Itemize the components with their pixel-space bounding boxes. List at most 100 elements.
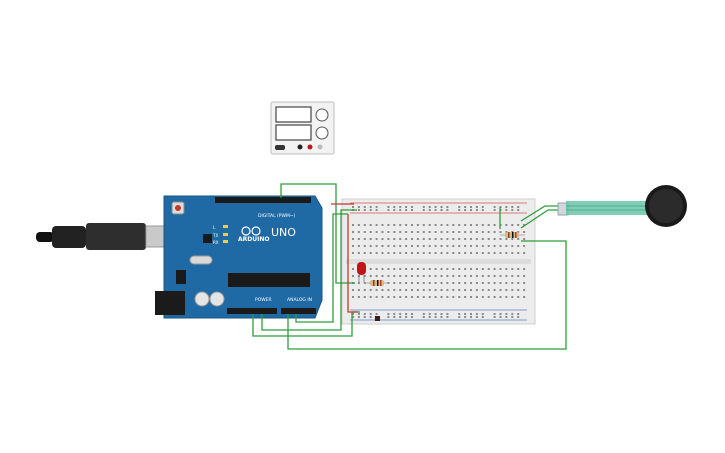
breadboard-hole[interactable] — [505, 252, 508, 254]
breadboard-hole[interactable] — [470, 268, 472, 270]
breadboard-hole[interactable] — [411, 206, 413, 208]
breadboard-hole[interactable] — [464, 289, 467, 291]
breadboard-hole[interactable] — [464, 206, 467, 208]
breadboard-hole[interactable] — [511, 209, 514, 211]
breadboard-hole[interactable] — [458, 313, 461, 315]
breadboard-hole[interactable] — [475, 282, 478, 284]
breadboard-hole[interactable] — [493, 245, 496, 247]
power-supply[interactable] — [270, 101, 335, 155]
breadboard-hole[interactable] — [434, 206, 437, 208]
breadboard-hole[interactable] — [399, 268, 402, 270]
breadboard-hole[interactable] — [411, 313, 413, 315]
breadboard-hole[interactable] — [375, 245, 378, 247]
breadboard-hole[interactable] — [393, 289, 396, 291]
breadboard-hole[interactable] — [405, 313, 408, 315]
breadboard-hole[interactable] — [511, 245, 514, 247]
breadboard-hole[interactable] — [499, 245, 502, 247]
breadboard-hole[interactable] — [399, 289, 402, 291]
breadboard-hole[interactable] — [381, 224, 384, 226]
breadboard-hole[interactable] — [487, 289, 490, 291]
breadboard-hole[interactable] — [387, 268, 390, 270]
breadboard-hole[interactable] — [405, 252, 408, 254]
wires[interactable] — [252, 183, 567, 350]
breadboard-hole[interactable] — [470, 282, 472, 284]
breadboard-hole[interactable] — [393, 231, 396, 233]
breadboard-hole[interactable] — [416, 252, 419, 254]
breadboard-hole[interactable] — [422, 282, 425, 284]
breadboard-hole[interactable] — [458, 282, 461, 284]
breadboard-hole[interactable] — [357, 296, 360, 298]
breadboard-hole[interactable] — [369, 206, 372, 208]
breadboard-hole[interactable] — [399, 238, 402, 240]
breadboard-hole[interactable] — [523, 289, 526, 291]
breadboard-hole[interactable] — [511, 238, 514, 240]
breadboard-hole[interactable] — [381, 275, 384, 277]
breadboard-hole[interactable] — [517, 206, 520, 208]
breadboard-hole[interactable] — [375, 252, 378, 254]
breadboard-hole[interactable] — [458, 296, 461, 298]
breadboard-hole[interactable] — [517, 209, 520, 211]
breadboard-hole[interactable] — [487, 224, 490, 226]
breadboard-hole[interactable] — [470, 206, 472, 208]
force-sensor-icon[interactable] — [557, 185, 687, 227]
breadboard-hole[interactable] — [405, 238, 408, 240]
breadboard-hole[interactable] — [446, 206, 449, 208]
breadboard-hole[interactable] — [458, 268, 461, 270]
breadboard-hole[interactable] — [481, 245, 484, 247]
breadboard-hole[interactable] — [511, 296, 514, 298]
breadboard-hole[interactable] — [440, 224, 443, 226]
breadboard-hole[interactable] — [523, 245, 526, 247]
breadboard-hole[interactable] — [422, 224, 425, 226]
breadboard-hole[interactable] — [393, 316, 396, 318]
breadboard-hole[interactable] — [428, 238, 431, 240]
breadboard-hole[interactable] — [523, 252, 526, 254]
breadboard-hole[interactable] — [434, 289, 437, 291]
breadboard-hole[interactable] — [517, 224, 520, 226]
breadboard-hole[interactable] — [434, 275, 437, 277]
breadboard-hole[interactable] — [416, 275, 419, 277]
breadboard-hole[interactable] — [393, 275, 396, 277]
breadboard-hole[interactable] — [481, 289, 484, 291]
breadboard-hole[interactable] — [363, 231, 366, 233]
breadboard-hole[interactable] — [434, 268, 437, 270]
breadboard-hole[interactable] — [399, 245, 402, 247]
breadboard-hole[interactable] — [446, 238, 449, 240]
breadboard-hole[interactable] — [399, 252, 402, 254]
breadboard-hole[interactable] — [458, 289, 461, 291]
analog-header[interactable] — [281, 308, 316, 314]
breadboard-hole[interactable] — [428, 268, 431, 270]
breadboard-hole[interactable] — [511, 252, 514, 254]
breadboard-hole[interactable] — [505, 209, 508, 211]
breadboard-hole[interactable] — [487, 296, 490, 298]
breadboard-hole[interactable] — [499, 282, 502, 284]
breadboard-hole[interactable] — [464, 275, 467, 277]
breadboard-hole[interactable] — [523, 282, 526, 284]
breadboard-hole[interactable] — [481, 209, 484, 211]
breadboard-hole[interactable] — [393, 245, 396, 247]
breadboard-hole[interactable] — [493, 296, 496, 298]
breadboard-hole[interactable] — [381, 245, 384, 247]
breadboard-hole[interactable] — [405, 296, 408, 298]
breadboard-hole[interactable] — [487, 238, 490, 240]
breadboard-hole[interactable] — [487, 282, 490, 284]
breadboard-hole[interactable] — [517, 296, 520, 298]
breadboard-hole[interactable] — [493, 209, 496, 211]
breadboard-hole[interactable] — [352, 231, 354, 233]
breadboard-hole[interactable] — [452, 231, 455, 233]
breadboard-hole[interactable] — [434, 231, 437, 233]
breadboard-hole[interactable] — [446, 245, 449, 247]
breadboard-hole[interactable] — [517, 313, 520, 315]
breadboard-hole[interactable] — [499, 275, 502, 277]
breadboard-hole[interactable] — [475, 268, 478, 270]
breadboard-hole[interactable] — [352, 296, 354, 298]
breadboard-hole[interactable] — [523, 238, 526, 240]
breadboard-hole[interactable] — [452, 268, 455, 270]
breadboard-hole[interactable] — [411, 224, 413, 226]
breadboard-hole[interactable] — [428, 209, 431, 211]
breadboard-hole[interactable] — [393, 209, 396, 211]
breadboard-hole[interactable] — [499, 238, 502, 240]
breadboard-hole[interactable] — [517, 238, 520, 240]
breadboard-hole[interactable] — [452, 296, 455, 298]
breadboard-hole[interactable] — [399, 313, 402, 315]
